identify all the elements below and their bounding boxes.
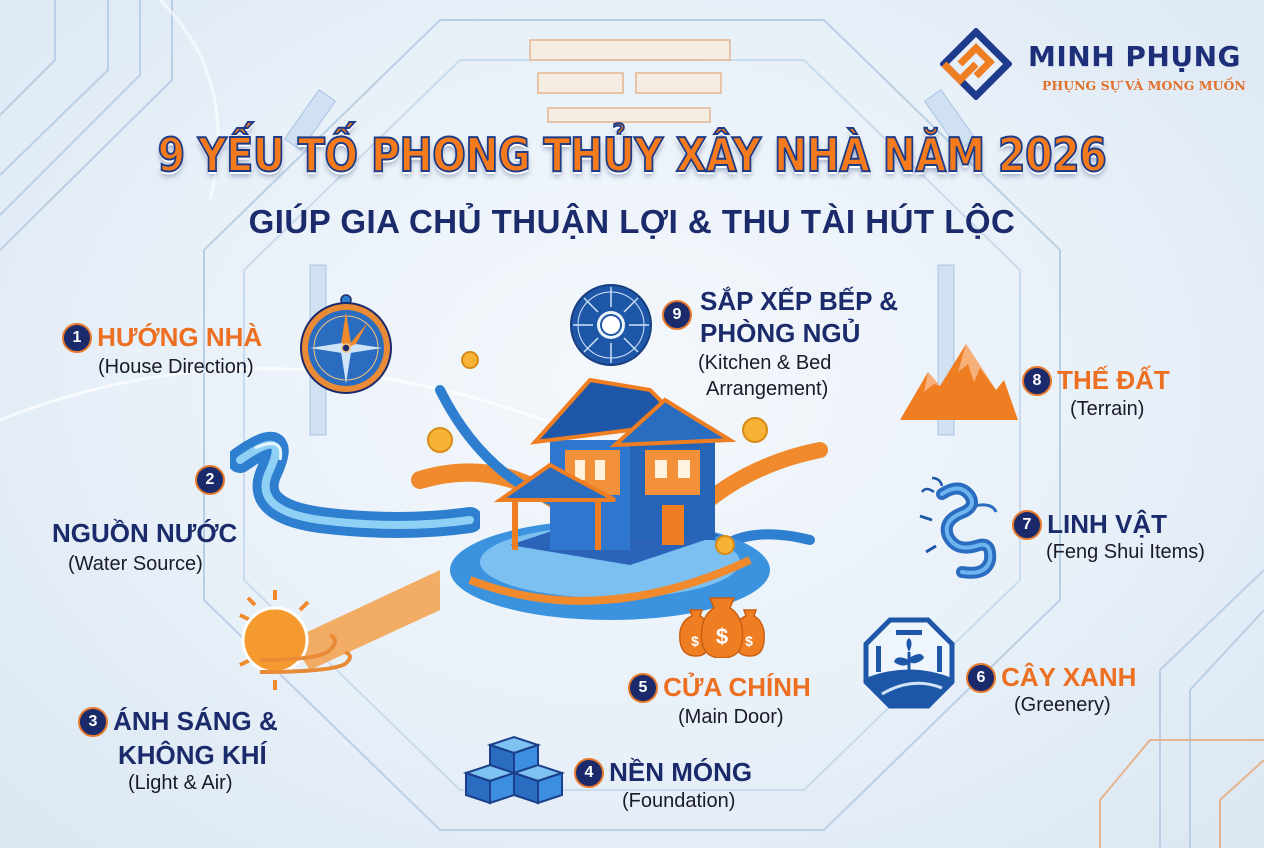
number-badge: 2 bbox=[195, 465, 225, 495]
number-badge: 6 bbox=[966, 662, 996, 693]
factor-title: HƯỚNG NHÀ bbox=[97, 322, 263, 352]
factor-subtitle: (Water Source) bbox=[68, 553, 203, 575]
number-badge: 1 bbox=[62, 322, 92, 353]
sun-wind-icon bbox=[239, 570, 440, 690]
page-subtitle: GIÚP GIA CHỦ THUẬN LỢI & THU TÀI HÚT LỘC bbox=[248, 203, 1016, 240]
factor-9-kitchen-bed: 9 bbox=[662, 300, 692, 330]
page-title: 9 YẾU TỐ PHONG THỦY XÂY NHÀ NĂM 2026 bbox=[157, 127, 1108, 183]
factor-title: CỬA CHÍNH bbox=[663, 672, 811, 702]
number-badge: 4 bbox=[574, 757, 604, 788]
factor-7-feng-shui-items: 7 LINH VẬT bbox=[1012, 509, 1167, 540]
factor-subtitle-line1: (Kitchen & Bed bbox=[698, 352, 832, 374]
factor-title-line2: KHÔNG KHÍ bbox=[118, 740, 267, 770]
factor-6-greenery: 6 CÂY XANH bbox=[966, 662, 1136, 693]
factor-title-line2: PHÒNG NGỦ bbox=[700, 318, 861, 348]
compass-icon bbox=[300, 294, 392, 394]
factor-title: LINH VẬT bbox=[1047, 509, 1167, 539]
factor-subtitle-line2: Arrangement) bbox=[706, 378, 829, 400]
brand-name: MINH PHỤNG bbox=[1028, 40, 1242, 73]
svg-text:$: $ bbox=[691, 633, 699, 649]
blocks-icon bbox=[462, 735, 566, 805]
money-bags-icon: $ $ $ bbox=[679, 597, 765, 658]
brand-tagline: PHỤNG SỰ VÀ MONG MUỐN bbox=[1042, 78, 1246, 93]
house-icon bbox=[411, 351, 828, 620]
factor-subtitle: (House Direction) bbox=[98, 356, 254, 378]
factor-title-line1: ÁNH SÁNG & bbox=[113, 706, 278, 736]
factor-subtitle: (Main Door) bbox=[678, 706, 784, 728]
factor-5-main-door: 5 CỬA CHÍNH bbox=[628, 672, 811, 703]
factor-1-house-direction: 1 HƯỚNG NHÀ bbox=[62, 322, 262, 353]
number-badge: 8 bbox=[1022, 365, 1052, 396]
factor-4-foundation: 4 NỀN MÓNG bbox=[574, 757, 752, 788]
logo-mark-icon bbox=[940, 28, 1012, 100]
number-badge: 7 bbox=[1012, 509, 1042, 540]
factor-title: NGUỒN NƯỚC bbox=[52, 518, 238, 548]
factor-title: CÂY XANH bbox=[1001, 662, 1137, 692]
brand-logo: MINH PHỤNG PHỤNG SỰ VÀ MONG MUỐN bbox=[940, 28, 1246, 100]
factor-title-line1: SẮP XẾP BẾP & bbox=[700, 286, 898, 316]
factor-title: NỀN MÓNG bbox=[609, 757, 753, 787]
svg-text:$: $ bbox=[716, 624, 728, 649]
factor-subtitle: (Foundation) bbox=[622, 790, 736, 812]
factor-8-terrain: 8 THẾ ĐẤT bbox=[1022, 365, 1170, 396]
number-badge: 5 bbox=[628, 672, 658, 703]
factor-subtitle: (Light & Air) bbox=[128, 772, 233, 794]
factor-subtitle: (Terrain) bbox=[1070, 398, 1145, 420]
plant-bagua-icon bbox=[863, 617, 955, 709]
number-badge: 3 bbox=[78, 706, 108, 737]
water-wave-icon bbox=[230, 431, 480, 538]
mountain-icon bbox=[900, 344, 1018, 420]
factor-subtitle: (Feng Shui Items) bbox=[1046, 541, 1205, 563]
factor-3-light-air: 3 ÁNH SÁNG & bbox=[78, 706, 278, 737]
factor-subtitle: (Greenery) bbox=[1014, 694, 1111, 716]
number-badge: 9 bbox=[662, 300, 692, 330]
bagua-icon bbox=[570, 284, 652, 366]
factor-title: THẾ ĐẤT bbox=[1057, 365, 1170, 395]
dragon-icon bbox=[919, 476, 998, 579]
svg-text:$: $ bbox=[745, 633, 753, 649]
factor-2-badge-wrap: 2 bbox=[195, 465, 225, 495]
